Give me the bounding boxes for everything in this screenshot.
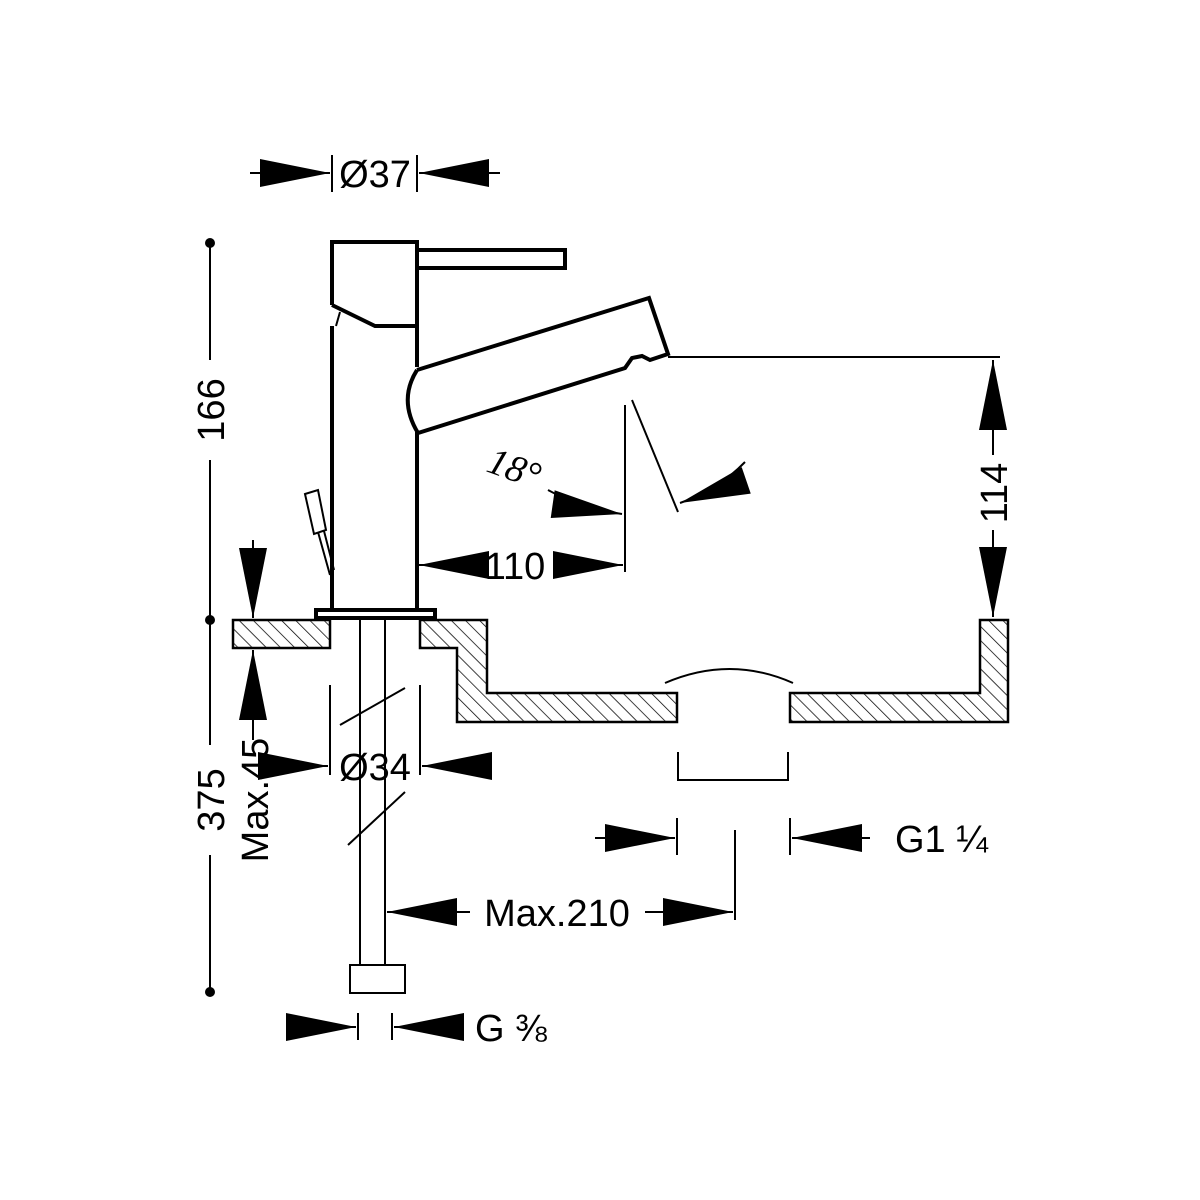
label-body-diameter: Ø37 (339, 154, 411, 196)
label-spout-height: 114 (974, 463, 1016, 524)
base-plate (314, 608, 437, 620)
label-total-height: 166 (191, 378, 233, 441)
dim-hose-offset: Max.210 (387, 893, 733, 935)
dim-spout-projection: 110 (419, 405, 626, 588)
dim-counter-thickness: Max.45 (235, 540, 277, 862)
drain-arc (664, 668, 794, 684)
dim-total-height: 166 375 (191, 238, 233, 997)
dim-body-diameter: Ø37 (250, 154, 500, 196)
label-hose-thread: G ⅜ (475, 1008, 547, 1050)
dim-hose-thread: G ⅜ (286, 1008, 547, 1050)
lever-handle (417, 248, 567, 270)
label-drain-thread: G1 ¼ (895, 819, 989, 861)
dim-swivel-angle: 18° (482, 399, 751, 518)
basin (231, 618, 1010, 781)
label-swivel-angle: 18° (482, 440, 546, 498)
faucet (303, 240, 671, 620)
dim-hole-diameter: Ø34 (258, 685, 492, 789)
dim-spout-height: 114 (668, 356, 1016, 617)
pop-up-rod (303, 488, 335, 576)
label-hose-length: 375 (191, 768, 233, 831)
label-hose-offset: Max.210 (484, 893, 630, 935)
spout (405, 295, 671, 436)
label-hole-diameter: Ø34 (339, 747, 411, 789)
dim-drain-thread: G1 ¼ (595, 818, 989, 920)
drain-body (677, 752, 789, 781)
label-spout-projection: 110 (485, 546, 546, 588)
mixer-head (330, 240, 419, 328)
faucet-body (330, 326, 419, 610)
supply-hose (339, 620, 406, 994)
label-counter-thickness: Max.45 (235, 738, 277, 863)
hose-nut (349, 964, 406, 994)
